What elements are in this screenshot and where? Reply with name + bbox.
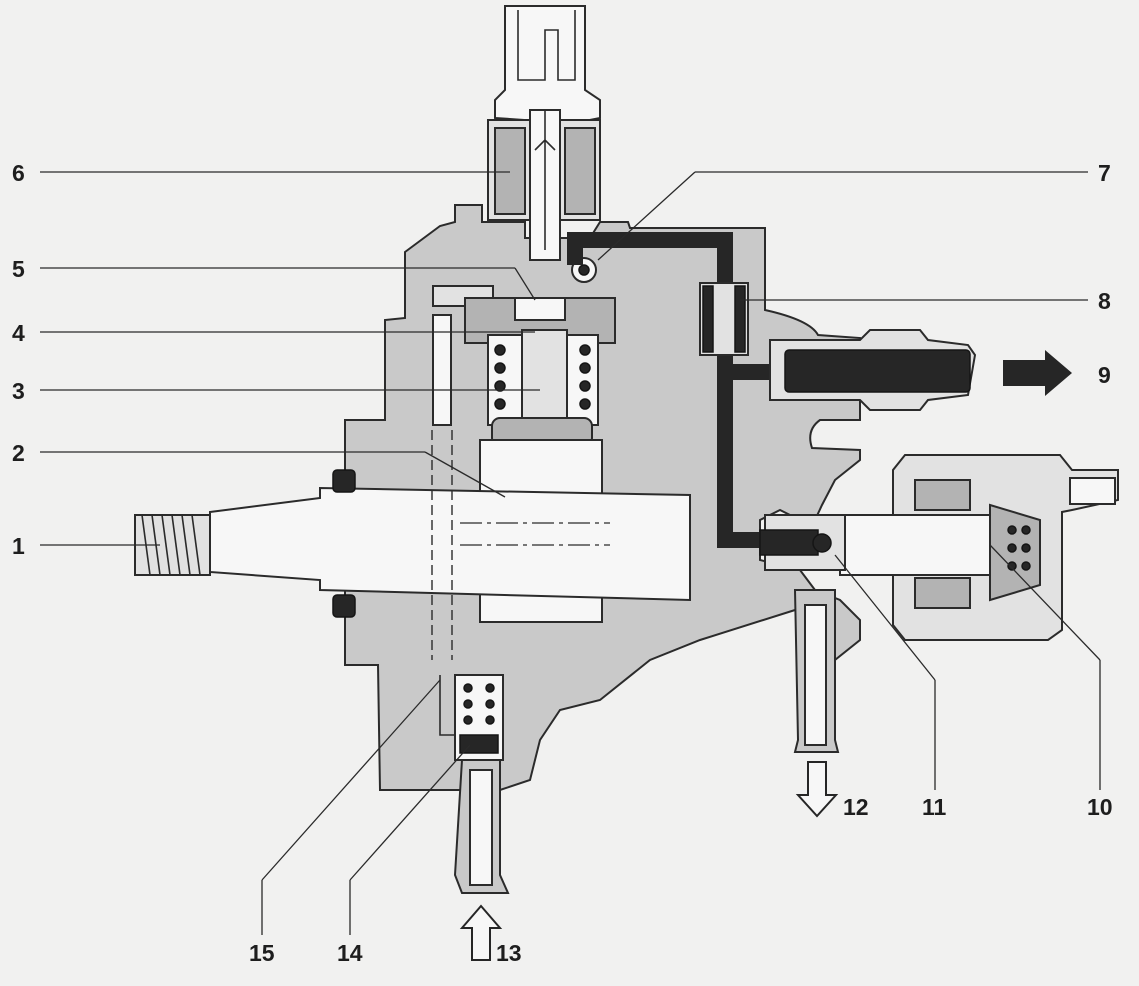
leader-lines bbox=[40, 171, 1101, 935]
regulator-valve-ball bbox=[812, 533, 832, 553]
callout-4: 4 bbox=[12, 320, 25, 346]
regulator-connector bbox=[1069, 477, 1116, 505]
callout-11: 11 bbox=[922, 794, 947, 820]
inlet-valve-plate bbox=[459, 734, 499, 754]
valve-seat bbox=[514, 297, 566, 321]
callout-7: 7 bbox=[1098, 160, 1111, 186]
callout-6: 6 bbox=[12, 160, 25, 186]
callout-5: 5 bbox=[12, 256, 25, 282]
regulator-coil-bottom bbox=[914, 577, 971, 609]
callout-8: 8 bbox=[1098, 288, 1111, 314]
return-bore bbox=[804, 604, 827, 746]
regulator-inlet bbox=[759, 529, 819, 556]
callout-1: 1 bbox=[12, 533, 25, 559]
shaft-seal-top bbox=[332, 469, 356, 493]
arrow-13 bbox=[459, 904, 503, 961]
solenoid-coil-right bbox=[564, 127, 596, 215]
solenoid-coil-left bbox=[494, 127, 526, 215]
inlet-bore bbox=[469, 769, 493, 886]
inlet-valve-spring bbox=[463, 683, 495, 725]
filter-element-left bbox=[702, 285, 714, 353]
leak-passage bbox=[431, 430, 453, 660]
filter-element-right bbox=[734, 285, 746, 353]
inlet-side-channel bbox=[439, 675, 455, 736]
high-pressure-line bbox=[567, 232, 760, 548]
regulator-coil-top bbox=[914, 479, 971, 511]
shaft-axis bbox=[460, 522, 610, 546]
callout-13: 13 bbox=[496, 940, 522, 966]
connector-pins bbox=[517, 10, 576, 81]
callout-12: 12 bbox=[843, 794, 869, 820]
regulator-spring bbox=[1007, 525, 1031, 571]
plunger bbox=[521, 329, 568, 426]
plunger-spring bbox=[494, 344, 591, 410]
leak-bore-upper bbox=[432, 314, 452, 426]
hp-outlet-bore bbox=[784, 349, 971, 393]
armature-stem bbox=[534, 110, 556, 250]
callout-14: 14 bbox=[337, 940, 363, 966]
arrow-9 bbox=[1003, 350, 1072, 396]
arrow-12 bbox=[795, 761, 839, 818]
callout-15: 15 bbox=[249, 940, 275, 966]
regulator-armature-bore bbox=[839, 514, 991, 576]
callout-10: 10 bbox=[1087, 794, 1113, 820]
callout-3: 3 bbox=[12, 378, 25, 404]
callout-2: 2 bbox=[12, 440, 25, 466]
check-valve-core bbox=[578, 264, 590, 276]
drive-shaft bbox=[209, 486, 691, 602]
shaft-seal-bottom bbox=[332, 594, 356, 618]
callout-9: 9 bbox=[1098, 362, 1111, 388]
